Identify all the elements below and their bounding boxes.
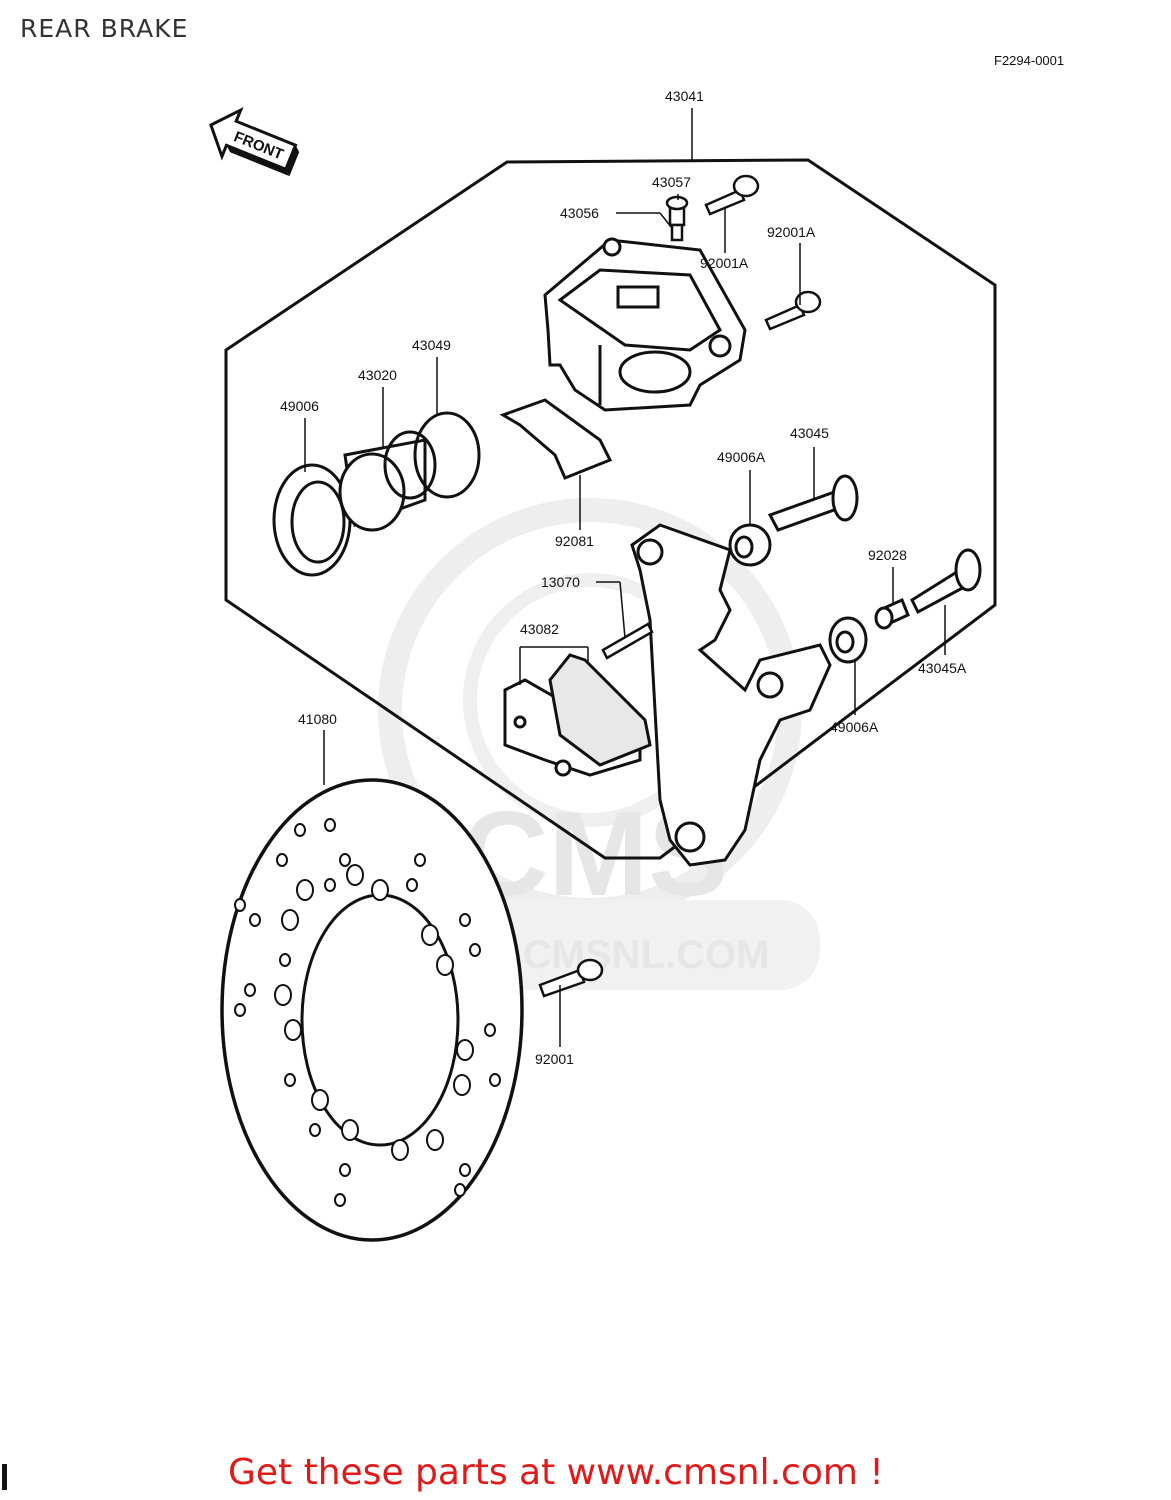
part-label-49006a-lower: 49006A [830,719,879,735]
caliper-body [543,237,747,412]
caliper-bracket [630,523,832,867]
part-number-labels: 43041 43057 43056 92001A 92001A 43049 43… [280,88,967,1067]
slide-pin-a [910,548,982,615]
part-label-43049: 43049 [412,337,451,353]
part-label-49006: 49006 [280,398,319,414]
part-label-13070: 13070 [541,574,580,590]
brake-pads [503,653,652,777]
slide-pin [767,474,859,532]
dust-seal [413,411,481,499]
bolt-92001a-lower [764,290,822,331]
part-label-92001: 92001 [535,1051,574,1067]
pad-spring [499,398,613,480]
figure-code: F2294-0001 [994,53,1065,68]
part-label-92081: 92081 [555,533,594,549]
promo-link[interactable]: Get these parts at www.cmsnl.com ! [228,1452,884,1493]
part-label-49006a-upper: 49006A [717,449,766,465]
part-label-43056: 43056 [560,205,599,221]
pad-retainer-pin [601,622,654,660]
part-label-41080: 41080 [298,711,337,727]
leader-lines [304,108,946,1047]
page-title: REAR BRAKE [20,14,189,43]
part-label-43041: 43041 [665,88,704,104]
part-label-43082: 43082 [520,621,559,637]
part-label-92028: 92028 [868,547,907,563]
bolt-92001 [538,958,604,998]
collar [874,597,910,630]
piston [338,430,437,532]
boot-49006a-lower [828,616,868,664]
piston-seal [272,463,352,577]
front-arrow-icon: FRONT [209,106,300,177]
part-label-92001a-lower: 92001A [767,224,816,240]
edge-mark [2,1464,7,1490]
bleed-valve [665,195,689,242]
part-label-43057: 43057 [652,174,691,190]
caliper-assembly-outline [224,158,997,860]
boot-49006a-upper [728,523,772,567]
part-label-92001a-upper: 92001A [700,255,749,271]
bolt-92001a-upper [704,174,760,216]
brake-disc [220,778,524,1242]
part-label-43020: 43020 [358,367,397,383]
part-label-43045: 43045 [790,425,829,441]
part-label-43045a: 43045A [918,660,967,676]
